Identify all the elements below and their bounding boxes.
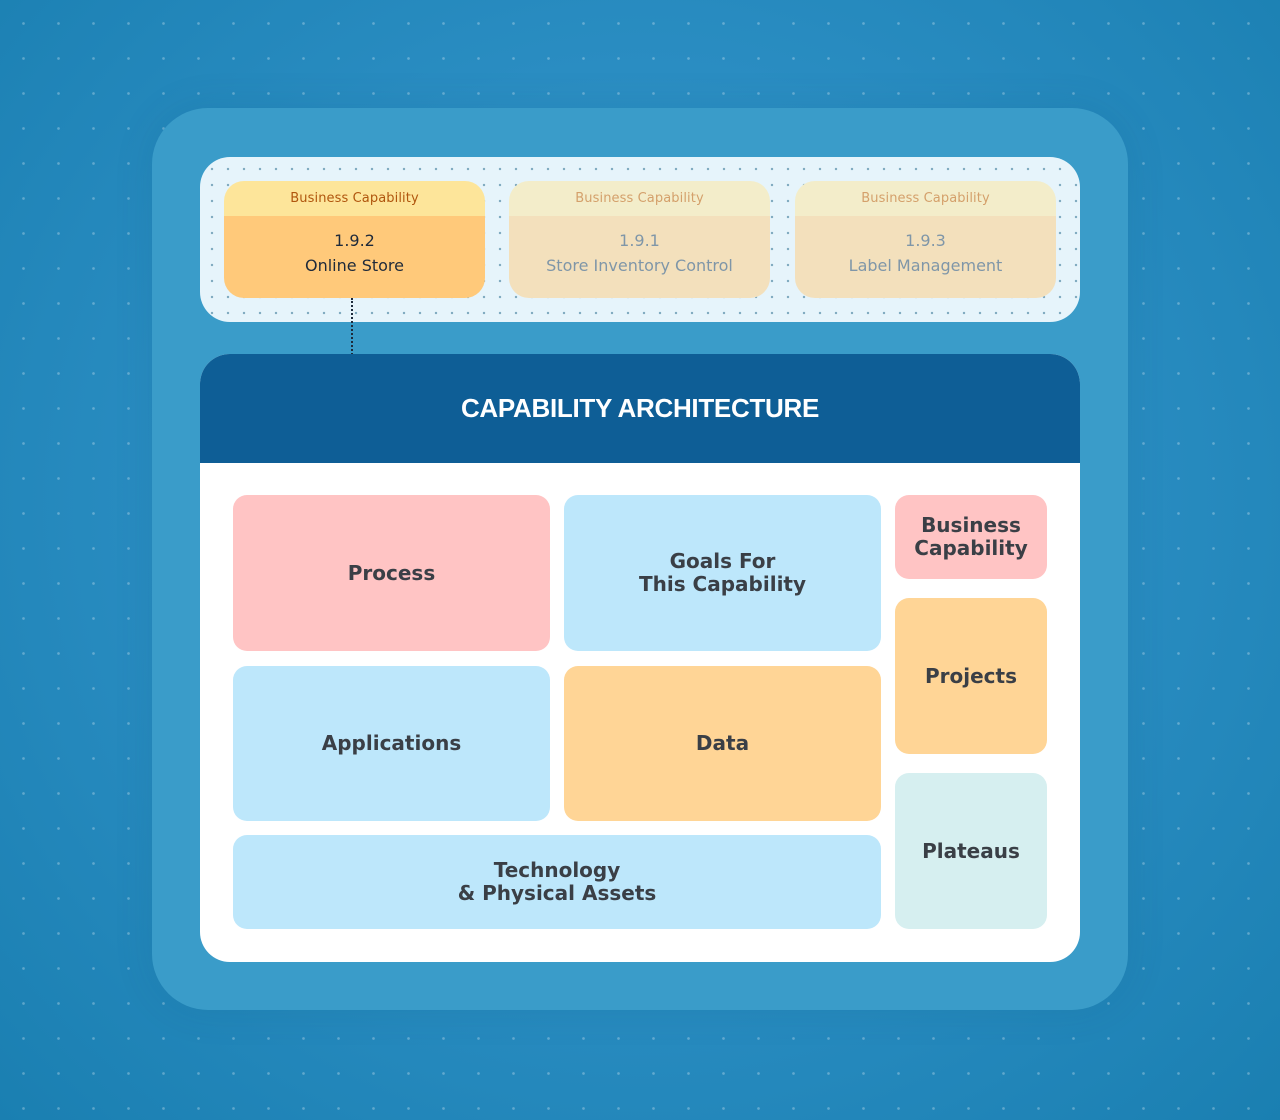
tile-label-line2: This Capability — [638, 572, 807, 596]
capability-card-online-store[interactable]: Business Capability 1.9.2 Online Store — [224, 181, 485, 298]
tile-projects[interactable]: Projects — [895, 598, 1047, 754]
tile-technology-physical-assets[interactable]: Technology & Physical Assets — [233, 835, 881, 929]
architecture-header: CAPABILITY ARCHITECTURE — [200, 354, 1080, 463]
architecture-title: CAPABILITY ARCHITECTURE — [460, 393, 820, 423]
tile-plateaus[interactable]: Plateaus — [895, 773, 1047, 929]
capability-card-body: 1.9.2 Online Store — [224, 216, 485, 298]
capability-card-header: Business Capability — [509, 181, 770, 216]
tile-process[interactable]: Process — [233, 495, 550, 651]
tile-label-line1: Business — [921, 513, 1021, 537]
tile-applications[interactable]: Applications — [233, 666, 550, 821]
tile-label-line1: Technology — [493, 858, 621, 882]
capability-name: Store Inventory Control — [546, 256, 733, 275]
capability-architecture-panel: CAPABILITY ARCHITECTURE Process Goals Fo… — [200, 354, 1080, 962]
capability-name: Online Store — [305, 256, 404, 275]
capability-card-header: Business Capability — [224, 181, 485, 216]
capability-code: 1.9.3 — [905, 231, 946, 250]
capability-code: 1.9.2 — [334, 231, 375, 250]
capability-card-label-management[interactable]: Business Capability 1.9.3 Label Manageme… — [795, 181, 1056, 298]
capability-card-body: 1.9.3 Label Management — [795, 216, 1056, 298]
capability-card-header: Business Capability — [795, 181, 1056, 216]
dotted-connector-line — [351, 298, 353, 398]
tile-goals-for-this-capability[interactable]: Goals For This Capability — [564, 495, 881, 651]
tile-label: Data — [695, 731, 750, 755]
tile-data[interactable]: Data — [564, 666, 881, 821]
tile-label-line1: Goals For — [669, 549, 776, 573]
tile-label: Process — [347, 560, 436, 585]
tile-label: Applications — [321, 731, 462, 755]
tile-label: Plateaus — [922, 838, 1020, 863]
tile-label-line2: & Physical Assets — [457, 881, 657, 905]
capability-code: 1.9.1 — [619, 231, 660, 250]
tile-business-capability[interactable]: Business Capability — [895, 495, 1047, 579]
tile-label: Projects — [924, 663, 1017, 688]
capability-name: Label Management — [848, 256, 1003, 275]
capability-card-body: 1.9.1 Store Inventory Control — [509, 216, 770, 298]
tile-label-line2: Capability — [914, 536, 1028, 560]
capability-card-store-inventory-control[interactable]: Business Capability 1.9.1 Store Inventor… — [509, 181, 770, 298]
